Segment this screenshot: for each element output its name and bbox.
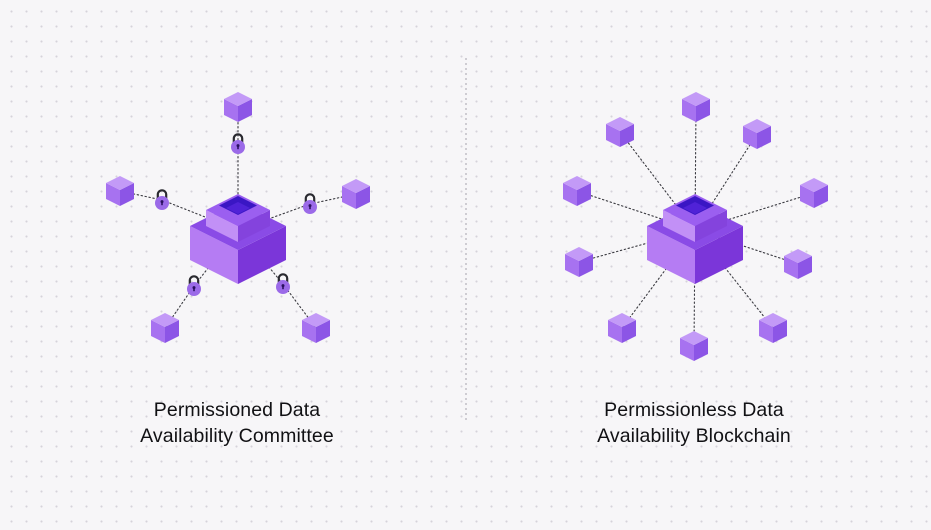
padlock-icon (231, 133, 245, 154)
padlock-icon (303, 193, 317, 214)
node-cube-icon (224, 92, 252, 122)
node-cube-icon (606, 117, 634, 147)
permissioned-committee-caption: Permissioned Data Availability Committee (57, 397, 417, 449)
padlock-icon (187, 275, 201, 296)
node-cube-icon (682, 92, 710, 122)
caption-left-line1: Permissioned Data (153, 399, 321, 421)
node-cube-icon (106, 176, 134, 206)
node-cube-icon (784, 249, 812, 279)
node-cube-icon (608, 313, 636, 343)
hub-server-icon (190, 194, 286, 284)
permissioned-committee-diagram (106, 92, 370, 343)
node-cube-icon (563, 176, 591, 206)
node-cube-icon (565, 247, 593, 277)
node-cube-icon (800, 178, 828, 208)
node-cube-icon (743, 119, 771, 149)
caption-right-line2: Availability Blockchain (597, 425, 791, 447)
node-cube-icon (342, 179, 370, 209)
padlock-icon (276, 273, 290, 294)
permissionless-blockchain-diagram (563, 92, 828, 361)
node-cube-icon (680, 331, 708, 361)
hub-server-icon (647, 194, 743, 284)
padlock-icon (155, 189, 169, 210)
permissionless-blockchain-caption: Permissionless Data Availability Blockch… (514, 397, 874, 449)
caption-left-line2: Availability Committee (140, 425, 334, 447)
node-cube-icon (151, 313, 179, 343)
caption-right-line1: Permissionless Data (604, 399, 784, 421)
node-cube-icon (302, 313, 330, 343)
node-cube-icon (759, 313, 787, 343)
